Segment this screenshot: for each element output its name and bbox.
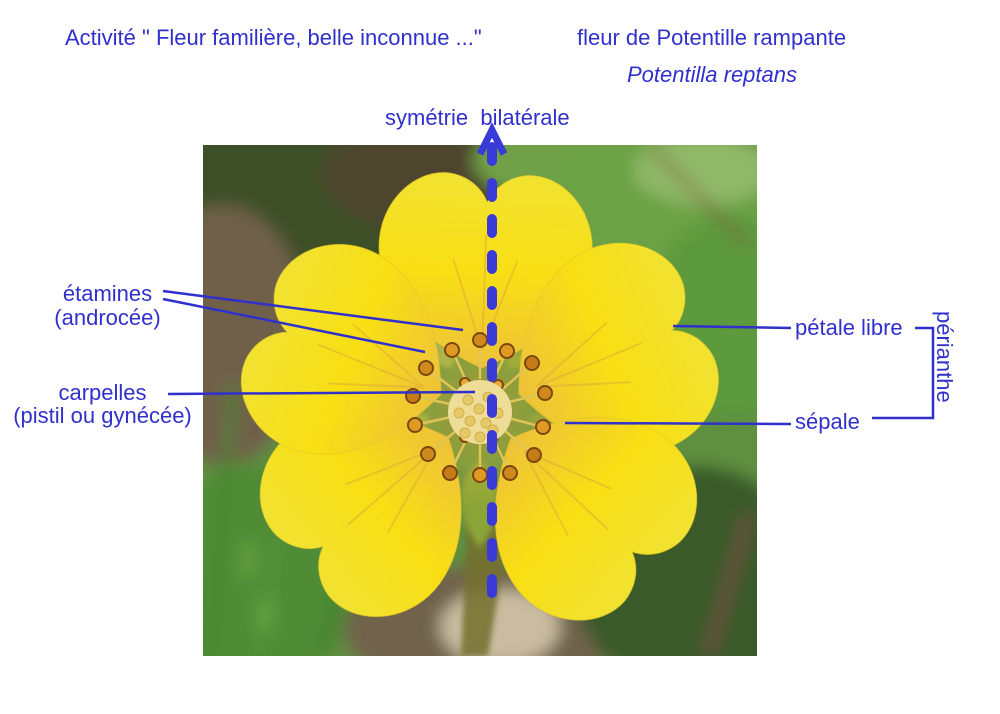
- flower-stamens: [405, 332, 553, 483]
- carpels-label-sub: (pistil ou gynécée): [13, 403, 192, 428]
- symmetry-label: symétrie bilatérale: [385, 105, 570, 130]
- species-latin-name: Potentilla reptans: [627, 62, 797, 87]
- carpels-label: carpelles (pistil ou gynécée): [0, 381, 205, 427]
- flower-common-name: fleur de Potentille rampante: [577, 25, 847, 50]
- petal-label: pétale libre: [795, 315, 903, 340]
- sepal-label: sépale: [795, 409, 860, 434]
- perianth-bracket: [872, 326, 935, 420]
- activity-title: Activité " Fleur familière, belle inconn…: [65, 25, 482, 50]
- stamens-label: étamines (androcée): [25, 282, 190, 330]
- carpels-label-term: carpelles: [58, 380, 147, 405]
- flower-pistil-cluster: [448, 380, 512, 444]
- perianth-label: périanthe: [932, 311, 957, 403]
- flower-photo: [203, 145, 757, 656]
- stamens-label-sub: (androcée): [54, 305, 161, 330]
- stamens-label-term: étamines: [62, 281, 153, 306]
